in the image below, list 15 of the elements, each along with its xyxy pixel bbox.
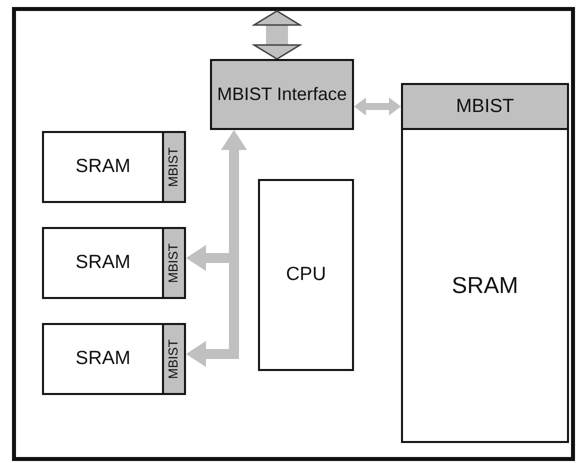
processor-block: CPU (258, 179, 354, 371)
test-block: MBIST (162, 131, 186, 203)
test-block: MBIST (162, 227, 186, 299)
memory-block: SRAM (42, 323, 164, 395)
test-block: MBIST (401, 83, 569, 130)
test-block: MBIST (162, 323, 186, 395)
interface-block: MBIST Interface (210, 59, 354, 130)
bus-trunk (221, 130, 247, 258)
bus-arrow (186, 258, 239, 367)
chip-boundary (12, 7, 575, 461)
memory-block: SRAM (401, 128, 569, 443)
memory-block: SRAM (42, 131, 164, 203)
memory-block: SRAM (42, 227, 164, 299)
double-arrow (253, 10, 301, 60)
double-arrow (354, 98, 401, 116)
